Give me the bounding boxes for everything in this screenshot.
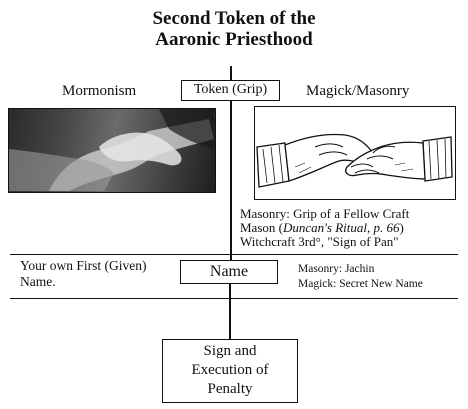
divider-lower: [10, 298, 458, 300]
divider-upper: [10, 254, 458, 256]
title-line-2: Aaronic Priesthood: [155, 29, 313, 50]
masonry-grip-note: Masonry: Grip of a Fellow Craft Mason (D…: [240, 207, 409, 249]
masonry-note-line-2: Mason (Duncan's Ritual, p. 66): [240, 220, 404, 235]
name-left-text: Your own First (Given) Name.: [20, 258, 147, 289]
handshake-engraving: [254, 106, 456, 200]
token-grip-box: Token (Grip): [181, 80, 280, 101]
connector-token-to-name: [230, 101, 232, 260]
name-right-text: Masonry: Jachin Magick: Secret New Name: [298, 263, 423, 290]
column-heading-magick-masonry: Magick/Masonry: [306, 83, 410, 99]
diagram-title: Second Token of the Aaronic Priesthood: [0, 8, 468, 50]
sign-penalty-box: Sign and Execution of Penalty: [162, 339, 298, 403]
masonry-note-line-1: Masonry: Grip of a Fellow Craft: [240, 206, 410, 221]
handshake-photo-icon: [9, 109, 214, 191]
handshake-engraving-icon: [256, 133, 453, 188]
connector-top: [230, 66, 232, 80]
name-box: Name: [180, 260, 278, 284]
title-line-1: Second Token of the: [152, 8, 316, 29]
masonry-note-line-3: Witchcraft 3rd°, "Sign of Pan": [240, 234, 399, 249]
duncans-ritual-reference: Duncan's Ritual, p. 66: [282, 220, 400, 235]
column-heading-mormonism: Mormonism: [62, 83, 137, 99]
handshake-photo: [8, 108, 216, 193]
connector-name-to-penalty: [229, 284, 231, 339]
